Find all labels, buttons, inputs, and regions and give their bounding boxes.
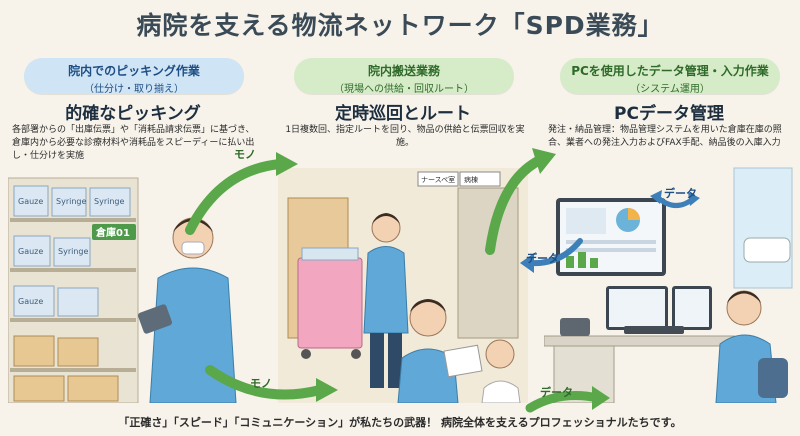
flow-arrow-mono-top bbox=[185, 152, 298, 235]
picking-pill-title: 院内でのピッキング作業 bbox=[68, 64, 200, 78]
data-pill-title: PCを使用したデータ管理・入力作業 bbox=[571, 64, 769, 78]
data-heading: PCデータ管理 bbox=[614, 104, 724, 124]
panel-data: PCを使用したデータ管理・入力作業 （システム運用） PCデータ管理 発注・納品… bbox=[544, 58, 794, 408]
data-illustration bbox=[544, 167, 793, 403]
flow-arrow-data-bottom bbox=[525, 386, 610, 413]
picking-description: 各部署からの「出庫伝票」や「消耗品請求伝票」に基づき、倉庫内から必要な診療材料や… bbox=[12, 125, 255, 161]
data-pill-subtitle: （システム運用） bbox=[630, 84, 710, 95]
warehouse-sign: 倉庫01 bbox=[95, 226, 130, 239]
flow-label-data-right: データ bbox=[664, 187, 697, 200]
footer-message: 「正確さ」「スピード」「コミュニケーション」が私たちの武器！ 病院全体を支えるプ… bbox=[118, 416, 682, 429]
box-label: Syringe bbox=[56, 197, 86, 206]
data-pill: PCを使用したデータ管理・入力作業 （システム運用） bbox=[560, 58, 780, 95]
flow-label-data-mid: データ bbox=[526, 252, 559, 265]
corridor-sign: ナースペ室 bbox=[421, 175, 455, 184]
box-label: Gauze bbox=[18, 247, 43, 256]
transport-heading: 定時巡回とルート bbox=[335, 104, 471, 124]
transport-illustration: ナースペ室 病棟 bbox=[278, 168, 528, 403]
transport-pill: 院内搬送業務 （現場への供給・回収ルート） bbox=[294, 58, 514, 95]
box-label: Gauze bbox=[18, 197, 43, 206]
panel-picking: 院内でのピッキング作業 （仕分け・取り揃え） 的確なピッキング 各部署からの「出… bbox=[8, 58, 258, 408]
flow-arrow-data-mid bbox=[520, 238, 583, 273]
picking-illustration: Gauze Syringe Syringe Gauze Syringe Gauz… bbox=[8, 177, 237, 403]
picking-heading: 的確なピッキング bbox=[65, 104, 201, 124]
flow-label-mono-top: モノ bbox=[234, 148, 256, 161]
picking-pill-subtitle: （仕分け・取り揃え） bbox=[84, 84, 184, 95]
flow-arrow-mono-bottom bbox=[205, 365, 338, 402]
transport-description: 1日複数回、指定ルートを回り、物品の供給と伝票回収を実施。 bbox=[285, 125, 525, 148]
panel-transport: 院内搬送業務 （現場への供給・回収ルート） 定時巡回とルート 1日複数回、指定ル… bbox=[278, 58, 528, 408]
box-label: Syringe bbox=[94, 197, 124, 206]
flow-label-data-bottom: データ bbox=[540, 386, 573, 399]
box-label: Gauze bbox=[18, 297, 43, 306]
data-description: 発注・納品管理：物品管理システムを用いた倉庫在庫の照合、業者への発注入力およびF… bbox=[548, 125, 782, 148]
picking-pill: 院内でのピッキング作業 （仕分け・取り揃え） bbox=[24, 58, 244, 95]
flow-label-mono-bottom: モノ bbox=[250, 377, 272, 390]
transport-pill-title: 院内搬送業務 bbox=[367, 64, 440, 78]
flow-arrow-data-top bbox=[485, 148, 556, 255]
box-label: Syringe bbox=[58, 247, 88, 256]
corridor-sign: 病棟 bbox=[464, 175, 478, 184]
transport-pill-subtitle: （現場への供給・回収ルート） bbox=[334, 84, 474, 95]
flow-arrow-data-right bbox=[650, 190, 700, 208]
page-title: 病院を支える物流ネットワーク「SPD業務」 bbox=[136, 11, 664, 40]
